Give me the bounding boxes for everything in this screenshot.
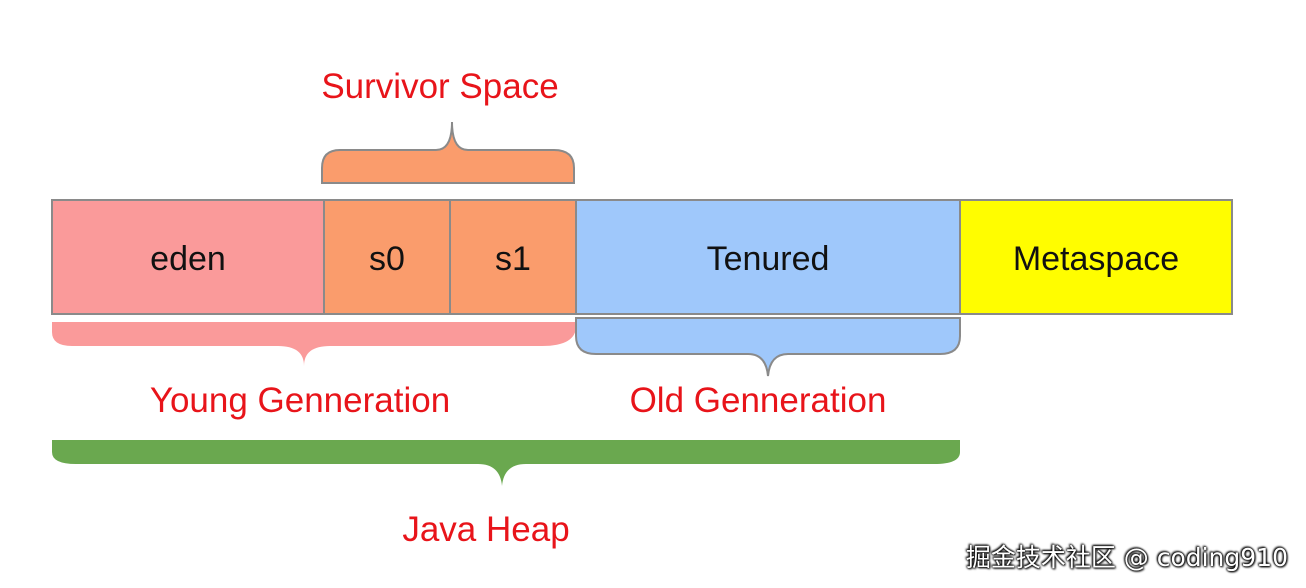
eden-segment <box>51 199 325 315</box>
s0-segment <box>323 199 451 315</box>
java-heap-label: Java Heap <box>402 510 569 549</box>
young-generation-label: Young Genneration <box>150 381 450 420</box>
memory-bar: eden s0 s1 Tenured Metaspace <box>51 199 1233 315</box>
old-generation-label: Old Genneration <box>630 381 887 420</box>
tenured-segment <box>575 199 961 315</box>
s0-label: s0 <box>369 240 405 278</box>
survivor-space-label: Survivor Space <box>321 67 558 106</box>
young-generation-brace <box>52 322 576 366</box>
old-generation-brace <box>575 317 961 377</box>
s1-segment <box>449 199 577 315</box>
metaspace-label: Metaspace <box>1013 240 1179 278</box>
metaspace-segment <box>959 199 1233 315</box>
s1-label: s1 <box>495 240 531 278</box>
java-heap-brace <box>52 440 960 486</box>
tenured-label: Tenured <box>707 240 830 278</box>
eden-label: eden <box>150 240 226 278</box>
watermark-text: 掘金技术社区 @ coding910 <box>965 543 1288 572</box>
survivor-space-brace <box>321 121 575 184</box>
